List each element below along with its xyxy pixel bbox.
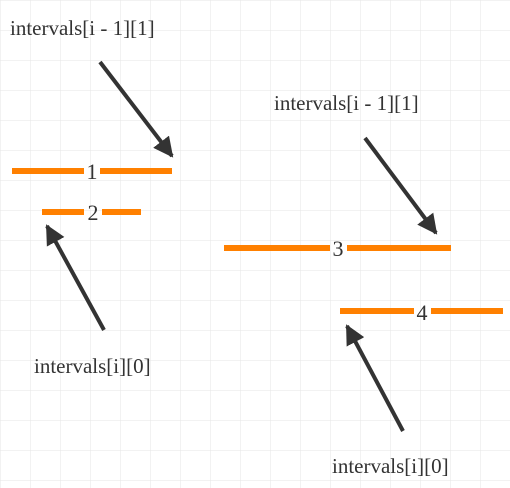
label-prev-end-right: intervals[i - 1][1] [274, 91, 419, 115]
arrow-prev-end-right [363, 136, 438, 235]
interval-1-label: 1 [87, 159, 98, 184]
interval-4-label: 4 [417, 300, 428, 325]
label-curr-start-left: intervals[i][0] [34, 354, 151, 378]
interval-4: 4 [340, 300, 503, 325]
interval-3: 3 [224, 236, 451, 261]
interval-2: 2 [42, 200, 141, 225]
interval-3-label: 3 [333, 236, 344, 261]
label-prev-end-left: intervals[i - 1][1] [10, 16, 155, 40]
arrow-prev-end-left [98, 60, 174, 158]
interval-2-label: 2 [88, 200, 99, 225]
arrow-curr-start-left [45, 224, 106, 331]
arrow-curr-start-right [345, 324, 405, 432]
label-curr-start-right: intervals[i][0] [332, 454, 449, 478]
interval-1: 1 [12, 159, 172, 184]
